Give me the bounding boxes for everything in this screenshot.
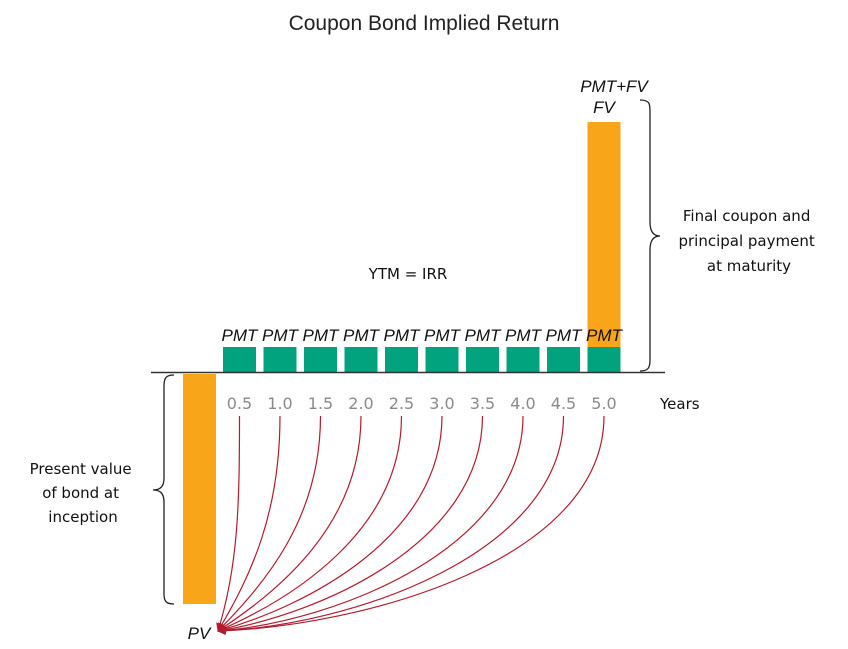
fv-bar <box>587 122 621 347</box>
discount-arrow <box>217 415 605 635</box>
pmt-label: PMT <box>343 326 381 345</box>
x-axis-label: Years <box>659 395 700 413</box>
pmt-bar <box>344 347 378 372</box>
final-pmt-fv-label: PMT+FV <box>580 77 649 96</box>
discount-arrow <box>217 415 565 635</box>
pv-bar <box>183 374 216 604</box>
discount-arrow <box>217 415 484 634</box>
discount-arrow <box>217 415 322 632</box>
pmt-bar <box>304 347 337 372</box>
pmt-label: PMT <box>505 326 543 345</box>
pmt-bar <box>587 347 621 372</box>
year-tick-label: 4.0 <box>510 394 535 413</box>
pmt-label: PMT <box>586 326 624 345</box>
year-tick-label: 1.0 <box>267 394 292 413</box>
discount-arrow <box>216 415 241 632</box>
year-tick-label: 1.5 <box>308 394 333 413</box>
pmt-label: PMT <box>303 326 341 345</box>
pmt-label: PMT <box>424 326 462 345</box>
pmt-bar <box>506 347 540 372</box>
discount-arrow <box>217 415 281 632</box>
right-brace-icon <box>639 99 661 372</box>
left-brace-label: Present value of bond at inception <box>30 460 137 526</box>
left-brace-icon <box>152 374 175 605</box>
discount-arrow <box>217 415 524 635</box>
pmt-bar <box>466 347 499 372</box>
year-tick-label: 2.5 <box>389 394 414 413</box>
discount-arrow <box>217 415 362 632</box>
year-tick-label: 0.5 <box>227 394 252 413</box>
ytm-irr-label: YTM = IRR <box>368 265 448 283</box>
pv-label: PV <box>188 624 212 643</box>
final-fv-label: FV <box>593 98 616 117</box>
pmt-label: PMT <box>384 326 422 345</box>
pmt-bar <box>263 347 297 372</box>
discount-arrow <box>217 415 443 634</box>
pmt-label: PMT <box>546 326 584 345</box>
pmt-bar <box>547 347 580 372</box>
year-tick-label: 5.0 <box>591 394 616 413</box>
year-tick-label: 2.0 <box>348 394 373 413</box>
pmt-bar <box>223 347 256 372</box>
pmt-bar <box>425 347 459 372</box>
pmt-label: PMT <box>262 326 300 345</box>
year-tick-label: 4.5 <box>551 394 576 413</box>
year-tick-label: 3.5 <box>470 394 495 413</box>
year-tick-label: 3.0 <box>429 394 454 413</box>
pmt-label: PMT <box>465 326 503 345</box>
right-brace-label: Final coupon and principal payment at ma… <box>678 207 819 275</box>
pmt-bar <box>385 347 418 372</box>
chart-title: Coupon Bond Implied Return <box>289 12 560 35</box>
discount-arrow <box>217 415 403 632</box>
pmt-label: PMT <box>222 326 260 345</box>
